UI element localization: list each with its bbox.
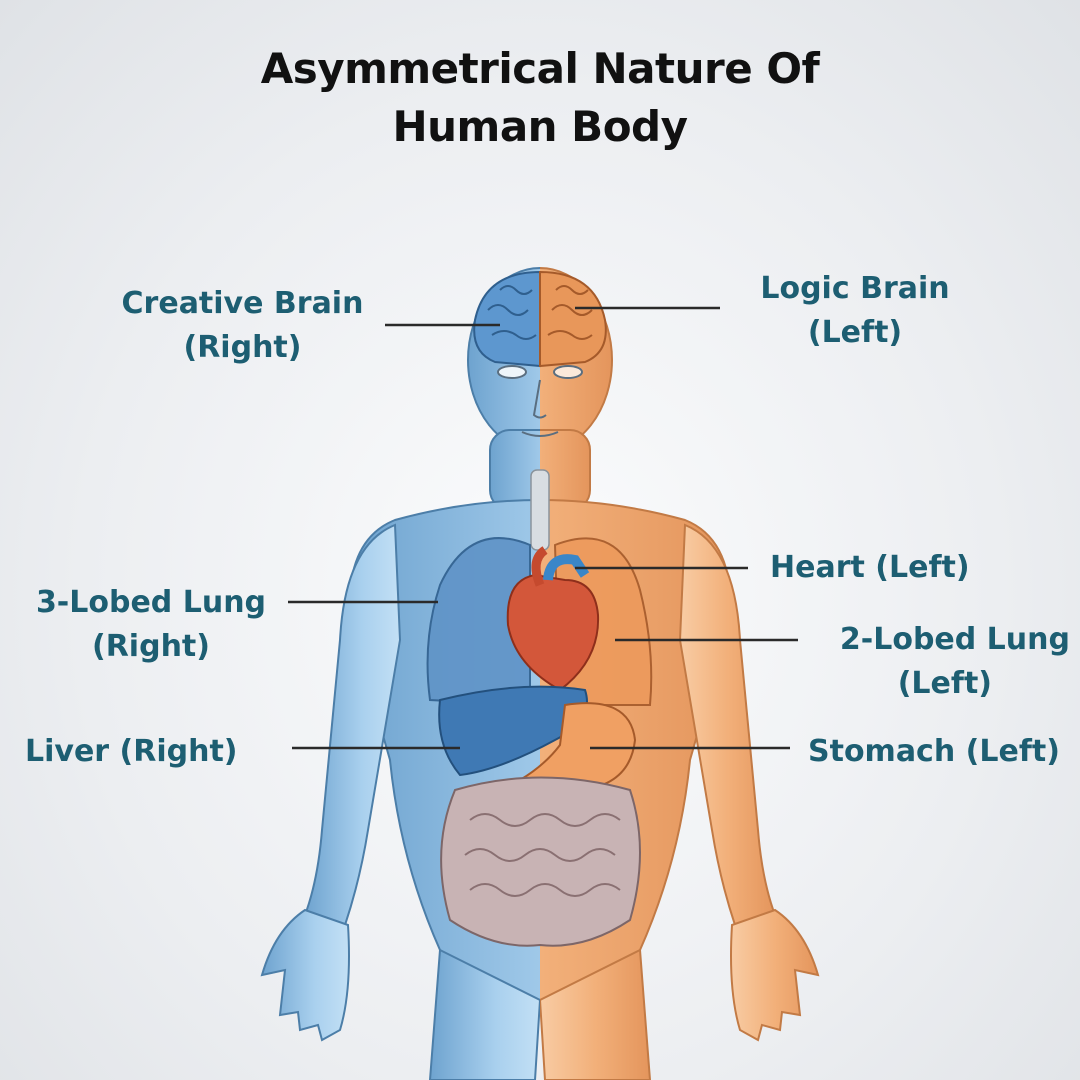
brain [473, 270, 607, 368]
label-creative-brain: Creative Brain (Right) [121, 286, 364, 365]
page-title: Asymmetrical Nature Of Human Body [0, 40, 1080, 156]
heart [506, 546, 600, 692]
label-two-lobed-lung: 2-Lobed Lung (Left) [839, 622, 1070, 701]
label-liver: Liver (Right) [25, 734, 238, 769]
label-stomach: Stomach (Left) [808, 734, 1060, 769]
label-heart: Heart (Left) [770, 550, 970, 585]
trachea [530, 469, 550, 551]
title-line-2: Human Body [392, 102, 689, 151]
intestines [440, 776, 641, 947]
title-line-1: Asymmetrical Nature Of [260, 44, 820, 93]
label-three-lobed-lung: 3-Lobed Lung (Right) [35, 585, 267, 664]
right-lung [426, 537, 531, 707]
label-logic-brain: Logic Brain (Left) [760, 271, 950, 350]
face [497, 365, 583, 437]
liver [438, 685, 588, 777]
